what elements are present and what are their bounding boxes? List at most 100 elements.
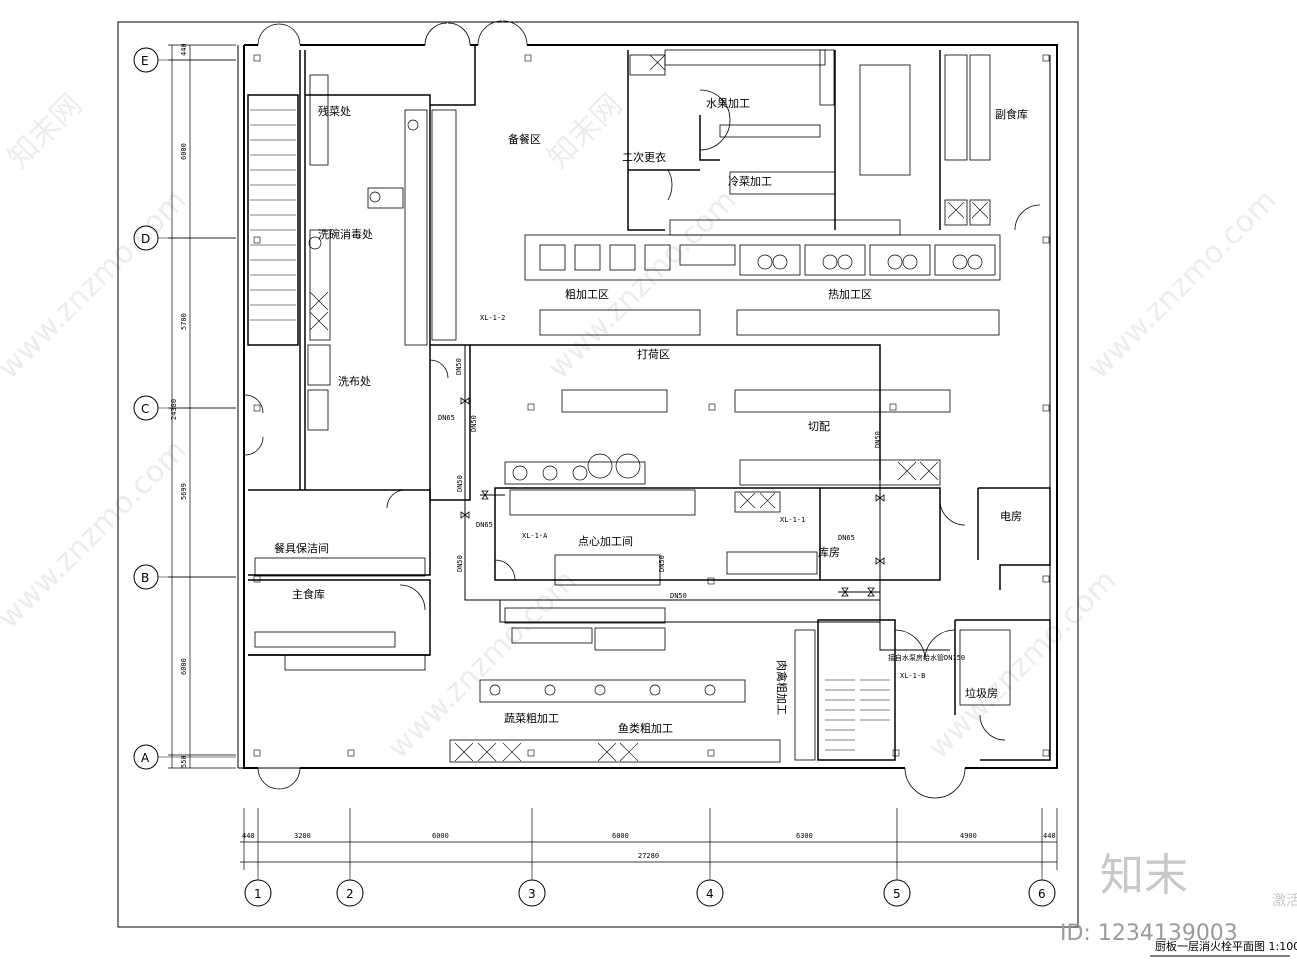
pipe-xl11: XL-1-1: [780, 516, 805, 524]
axis-bubbles-horizontal: 1 2 3 4 5 6: [244, 879, 1056, 907]
axis-E: E: [133, 47, 159, 73]
drawing-title-text: 厨板一层消火栓平面图 1:100: [1155, 939, 1297, 953]
room-xibu: 洗布处: [338, 375, 371, 388]
svg-text:B: B: [141, 571, 149, 585]
room-canju: 餐具保洁间: [274, 541, 329, 555]
room-kufang: 库房: [818, 546, 840, 559]
axis-5: 5: [883, 879, 911, 907]
room-shuiguo: 水果加工: [706, 97, 750, 110]
svg-text:D: D: [141, 232, 150, 246]
room-dianfang: 电房: [1000, 510, 1022, 523]
dim-h-3: 6000: [432, 832, 449, 840]
pipe-dn50-f: DN50: [658, 555, 666, 572]
axis-3: 3: [518, 879, 546, 907]
room-rouqin: 肉禽粗加工: [775, 660, 789, 715]
columns: [253, 54, 1050, 757]
dim-h-1: 440: [242, 832, 255, 840]
axis-leaders-horizontal: [257, 870, 1043, 880]
room-qiepei: 切配: [808, 420, 830, 433]
dim-h-total: 27280: [638, 852, 659, 860]
axis-1: 1: [244, 879, 272, 907]
room-laji: 垃圾房: [965, 686, 998, 700]
sheet-frame: [117, 21, 1079, 928]
axis-leaders-vertical: [158, 59, 236, 758]
pipe-dn50-e: DN50: [456, 555, 464, 572]
watermark-site-5: www.znzmo.com: [381, 563, 584, 766]
room-rejiagong: 热加工区: [828, 288, 872, 301]
axis-A: A: [133, 744, 159, 770]
watermark-site-4: www.znzmo.com: [0, 433, 194, 636]
room-labels: 残菜处 备餐区 水果加工 副食库 二次更衣 冷菜加工 洗碗消毒处 粗加工区 热加…: [274, 97, 1028, 735]
dim-h-2: 3200: [294, 832, 311, 840]
watermark-cn-2: 知末网: [541, 87, 629, 175]
room-xiwan: 洗碗消毒处: [318, 227, 373, 241]
axis-C: C: [133, 395, 159, 421]
dim-h-6: 4900: [960, 832, 977, 840]
pipe-dn50-a: DN50: [670, 592, 687, 600]
room-shucai: 蔬菜粗加工: [504, 712, 559, 725]
svg-text:6: 6: [1038, 887, 1046, 901]
equipment: [254, 49, 1011, 763]
dim-v-2: 6000: [180, 143, 188, 160]
fire-pipes: [464, 344, 950, 651]
dimension-vertical: [168, 44, 236, 769]
doors: [244, 20, 1041, 799]
svg-text:3: 3: [528, 887, 536, 901]
pipe-dn65-c: DN65: [838, 534, 855, 542]
watermark-cn-1: 知末网: [1, 87, 89, 175]
id-text: ID: 1234139003: [1060, 921, 1238, 946]
dim-v-4: 5699: [180, 483, 188, 500]
axis-B: B: [133, 564, 159, 590]
side-text: 激活: [1272, 892, 1297, 909]
room-cujiagong: 粗加工区: [565, 288, 609, 301]
pipe-xl1b: XL-1-B: [900, 672, 925, 680]
axis-6: 6: [1028, 879, 1056, 907]
pipe-dn65-b: DN65: [476, 521, 493, 529]
pipe-valves: [460, 397, 885, 597]
pipe-xl1a: XL-1-A: [522, 532, 548, 540]
svg-text:1: 1: [254, 887, 262, 901]
dim-h-7: 440: [1043, 832, 1056, 840]
svg-text:A: A: [141, 751, 150, 765]
watermark-site-6: www.znzmo.com: [921, 563, 1124, 766]
pipe-xl12: XL-1-2: [480, 314, 505, 322]
dim-h-5: 6300: [796, 832, 813, 840]
svg-text:5: 5: [893, 887, 901, 901]
dimension-horizontal-text: 440 3200 6000 6000 6300 4900 440 27280: [242, 832, 1056, 860]
pipe-labels: XL-1-2 XL-1-1 XL-1-A XL-1-B DN65 DN65 DN…: [438, 314, 965, 680]
axis-bubbles-vertical: E D C B A: [133, 47, 159, 770]
axis-4: 4: [696, 879, 724, 907]
pipe-dn50-b: DN50: [455, 358, 463, 375]
dim-v-1: 440: [180, 43, 188, 56]
room-dianxin: 点心加工间: [578, 535, 633, 548]
svg-text:2: 2: [346, 887, 354, 901]
dim-h-4: 6000: [612, 832, 629, 840]
dim-v-total: 24380: [170, 399, 178, 420]
pipe-dn50-g: DN50: [874, 431, 882, 448]
dimension-vertical-text: 440 6000 5700 5699 6000 550 24380: [170, 43, 188, 768]
brand-text: 知末: [1100, 850, 1188, 901]
room-canjucan: 残菜处: [318, 104, 351, 118]
room-erci: 二次更衣: [622, 150, 666, 164]
svg-text:4: 4: [706, 887, 714, 901]
stove-burners: [308, 119, 983, 696]
pipe-dn65-a: DN65: [438, 414, 455, 422]
room-zhushi: 主食库: [292, 587, 325, 601]
dim-v-3: 5700: [180, 313, 188, 330]
svg-text:C: C: [141, 402, 149, 416]
pipe-dn50-d: DN50: [456, 475, 464, 492]
pipe-dn50-c: DN50: [470, 415, 478, 432]
room-lengcai: 冷菜加工: [728, 175, 772, 188]
brand-watermark: 知末 ID: 1234139003 激活: [1060, 850, 1297, 946]
stair-treads: [250, 109, 890, 751]
dim-v-6: 550: [180, 755, 188, 768]
room-dahe: 打荷区: [637, 347, 670, 361]
pipe-shuibeng: 接自水泵房给水管DN150: [888, 653, 965, 662]
watermark-site-3: www.znzmo.com: [1081, 183, 1284, 386]
room-beican: 备餐区: [508, 132, 541, 146]
dimension-horizontal: [240, 808, 1058, 870]
dim-v-5: 6000: [180, 658, 188, 675]
room-yulei: 鱼类粗加工: [618, 721, 673, 735]
svg-text:E: E: [141, 54, 149, 68]
